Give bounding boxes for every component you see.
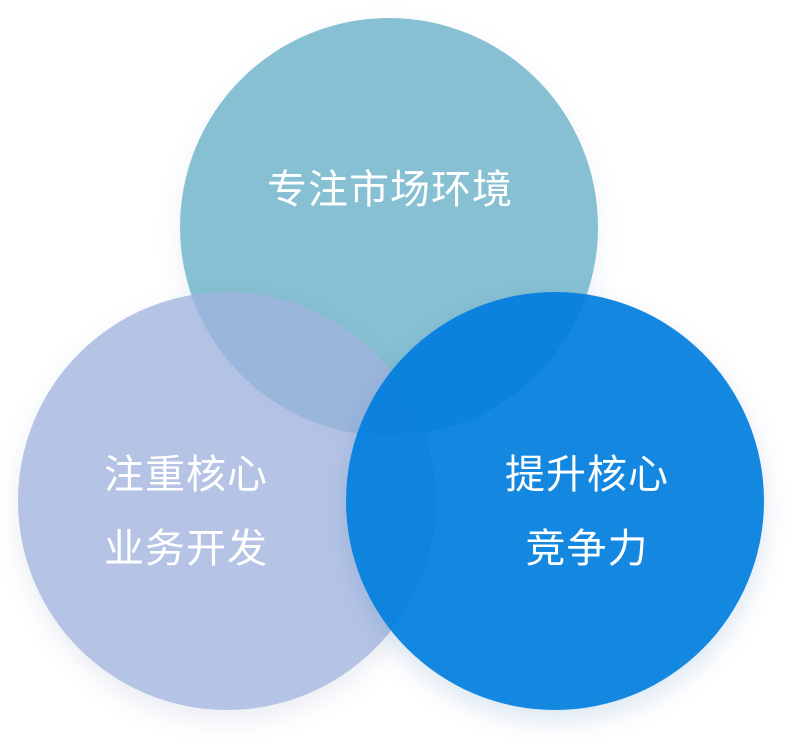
top-circle-label: 专注市场环境 bbox=[190, 153, 590, 227]
right-circle-label-line1: 提升核心 bbox=[505, 452, 669, 498]
left-circle-label-line2: 业务开发 bbox=[104, 526, 268, 572]
right-circle bbox=[346, 292, 764, 710]
right-circle-label-line2: 竞争力 bbox=[525, 526, 649, 572]
left-circle-label-line1: 注重核心 bbox=[104, 452, 268, 498]
right-circle-label: 提升核心 竞争力 bbox=[428, 438, 746, 586]
top-circle-label-line1: 专注市场环境 bbox=[267, 167, 513, 213]
left-circle-label: 注重核心 业务开发 bbox=[27, 438, 345, 586]
